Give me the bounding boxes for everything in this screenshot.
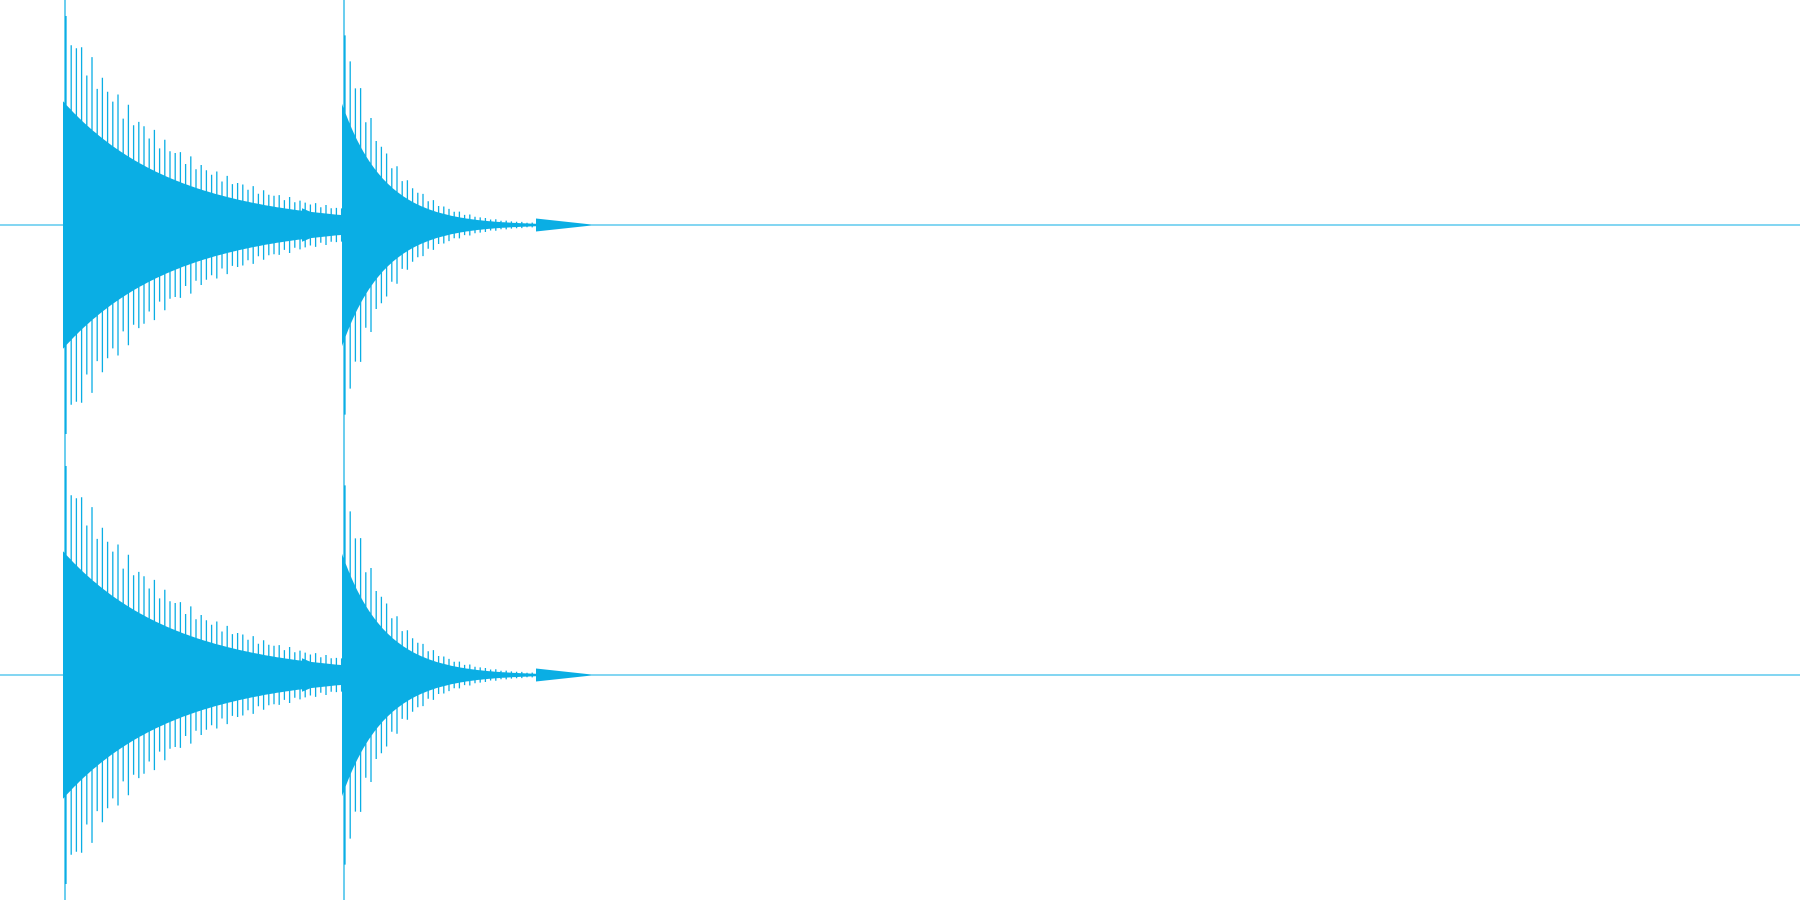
- waveform-channel-2[interactable]: [0, 450, 1800, 900]
- waveform-burst: [63, 450, 343, 900]
- waveform-body: [63, 101, 342, 349]
- waveform-burst: [342, 450, 596, 900]
- waveform-burst: [342, 0, 596, 450]
- waveform-burst: [63, 0, 343, 450]
- waveform-channel-1[interactable]: [0, 0, 1800, 450]
- waveform-tail: [302, 658, 342, 692]
- waveform-tail: [536, 668, 596, 682]
- waveform-tail: [302, 208, 342, 242]
- waveform-body: [63, 551, 342, 799]
- waveform-tail: [536, 218, 596, 232]
